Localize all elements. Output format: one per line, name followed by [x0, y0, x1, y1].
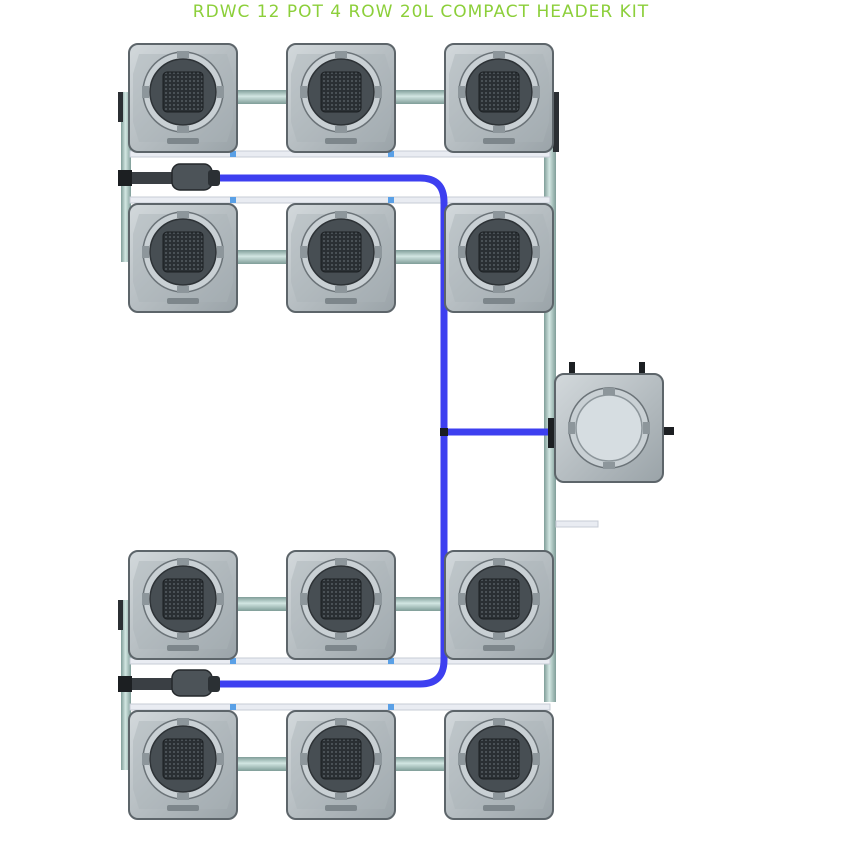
- pump-bottom: [118, 669, 220, 697]
- diagram-title: RDWC 12 POT 4 ROW 20L COMPACT HEADER KIT: [192, 2, 650, 22]
- white-drain-pipes: [129, 150, 599, 711]
- main-return-pipe-cap-top: [553, 92, 559, 152]
- header-tank: [548, 362, 674, 483]
- pump-top: [118, 163, 220, 191]
- row-connectors: [236, 90, 448, 771]
